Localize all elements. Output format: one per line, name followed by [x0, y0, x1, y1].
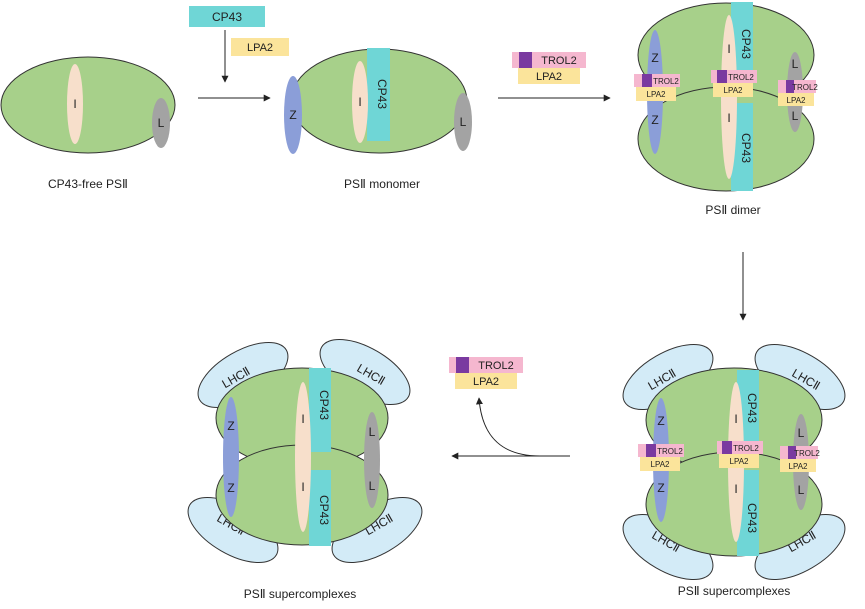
- purple-square-icon: [646, 444, 656, 457]
- cp43-label: CP43: [212, 10, 242, 24]
- psii-dimer: CP43 CP43 I I Z Z L L TROL2 LPA2 TROL2 L…: [634, 2, 818, 217]
- subunit-l-label: L: [158, 116, 165, 130]
- subunit-i-label: I: [73, 97, 76, 111]
- subunit-i: [295, 382, 311, 532]
- subunit-l-label: L: [369, 479, 376, 493]
- lpa2-label: LPA2: [473, 376, 499, 388]
- subunit-z-label: Z: [227, 481, 234, 495]
- psii-supercomplexes-right: LHCⅡ LHCⅡ LHCⅡ LHCⅡ CP43 CP43 I I Z Z L …: [622, 343, 846, 598]
- trol2-label: TROL2: [733, 444, 759, 453]
- subunit-i-label: I: [727, 111, 730, 125]
- lpa2-label: LPA2: [647, 90, 667, 99]
- trol2-label: TROL2: [728, 73, 754, 82]
- trol2-lpa2-tag-right: TROL2 LPA2: [780, 446, 820, 472]
- subunit-i-label: I: [301, 412, 304, 426]
- factor-trol2-lpa2-released: TROL2 LPA2: [449, 357, 523, 389]
- psii-monomer: CP43 I Z L PSⅡ monomer: [284, 48, 472, 191]
- trol2-label: TROL2: [794, 449, 820, 458]
- trol2-label: TROL2: [792, 83, 818, 92]
- cp43-band-top: [309, 368, 331, 452]
- subunit-z-label: Z: [651, 113, 658, 127]
- trol2-label: TROL2: [541, 55, 576, 67]
- arrow-icon: [475, 397, 541, 457]
- subunit-i-label: I: [734, 412, 737, 426]
- subunit-z-label: Z: [657, 414, 664, 428]
- trol2-lpa2-tag-left: TROL2 LPA2: [634, 74, 680, 101]
- trol2-label: TROL2: [478, 360, 513, 372]
- lpa2-label: LPA2: [724, 86, 744, 95]
- factor-lpa2-top: LPA2: [231, 38, 289, 56]
- subunit-l: [454, 93, 472, 151]
- purple-square-icon: [788, 446, 796, 459]
- subunit-z-label: Z: [289, 108, 296, 122]
- cp43-band-label: CP43: [745, 393, 759, 423]
- cp43-band-bottom: [309, 470, 331, 546]
- caption-monomer: PSⅡ monomer: [344, 177, 420, 191]
- subunit-z: [284, 76, 302, 154]
- factor-trol2-lpa2-top: TROL2 LPA2: [512, 52, 586, 84]
- psii-supercomplexes-left: LHCⅡ LHCⅡ LHCⅡ LHCⅡ CP43 CP43 I I Z Z L …: [187, 338, 423, 601]
- caption-supercomplexes-left: PSⅡ supercomplexes: [244, 587, 357, 601]
- purple-square-icon: [786, 80, 794, 93]
- subunit-z: [223, 397, 239, 517]
- subunit-l-label: L: [460, 115, 467, 129]
- subunit-l: [152, 98, 170, 148]
- cp43-band-label: CP43: [317, 495, 331, 525]
- subunit-i: [67, 64, 83, 144]
- subunit-l: [364, 412, 380, 508]
- subunit-z-label: Z: [657, 481, 664, 495]
- trol2-lpa2-tag-right: TROL2 LPA2: [778, 80, 818, 106]
- caption-supercomplexes-right: PSⅡ supercomplexes: [678, 584, 791, 598]
- caption-dimer: PSⅡ dimer: [705, 203, 760, 217]
- purple-square-icon: [722, 441, 732, 454]
- trol2-lpa2-tag-left: TROL2 LPA2: [638, 444, 684, 471]
- lpa2-label: LPA2: [536, 71, 562, 83]
- cp43-band: [367, 48, 390, 141]
- trol2-label: TROL2: [657, 447, 683, 456]
- cp43-band-label: CP43: [317, 390, 331, 420]
- lpa2-label: LPA2: [651, 460, 671, 469]
- cp43-band-label: CP43: [739, 29, 753, 59]
- subunit-i-label: I: [727, 42, 730, 56]
- trol2-lpa2-tag-center: TROL2 LPA2: [717, 441, 763, 468]
- cp43-band-top: [731, 2, 753, 90]
- caption-cp43-free: CP43-free PSⅡ: [48, 177, 128, 191]
- lpa2-label: LPA2: [730, 457, 750, 466]
- purple-square-icon: [456, 357, 469, 373]
- trol2-lpa2-tag-center: TROL2 LPA2: [711, 70, 757, 97]
- factor-cp43-top: CP43: [189, 6, 265, 27]
- subunit-l-label: L: [369, 425, 376, 439]
- lpa2-label: LPA2: [789, 462, 809, 471]
- purple-square-icon: [717, 70, 727, 83]
- trol2-label: TROL2: [653, 77, 679, 86]
- subunit-z-label: Z: [651, 51, 658, 65]
- purple-square-icon: [519, 52, 532, 68]
- subunit-l-label: L: [792, 57, 799, 71]
- cp43-band-label: CP43: [739, 133, 753, 163]
- cp43-band-label: CP43: [745, 503, 759, 533]
- cp43-band-label: CP43: [375, 79, 389, 109]
- subunit-i-label: I: [734, 482, 737, 496]
- subunit-i-label: I: [358, 95, 361, 109]
- subunit-z-label: Z: [227, 419, 234, 433]
- core-ellipse: [0, 56, 176, 154]
- subunit-l-label: L: [792, 109, 799, 123]
- subunit-l-label: L: [798, 426, 805, 440]
- subunit-i-label: I: [301, 480, 304, 494]
- lpa2-label: LPA2: [247, 42, 273, 54]
- cp43-free-psii: I L CP43-free PSⅡ: [0, 56, 176, 191]
- lpa2-label: LPA2: [787, 96, 807, 105]
- subunit-i: [352, 61, 368, 143]
- subunit-l-label: L: [798, 483, 805, 497]
- purple-square-icon: [642, 74, 652, 87]
